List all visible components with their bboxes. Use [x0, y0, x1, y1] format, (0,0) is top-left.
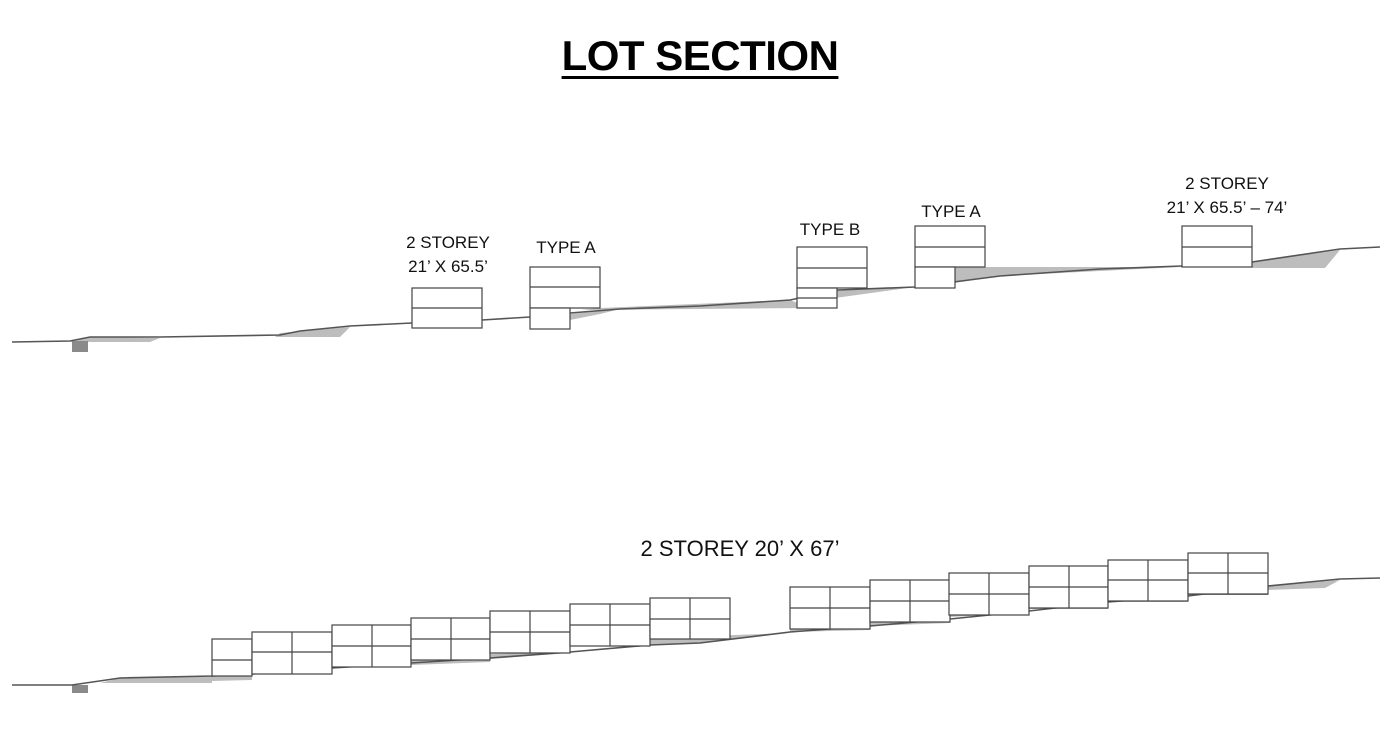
top-cut-shade-1	[70, 337, 160, 342]
title-text: LOT SECTION	[561, 32, 839, 79]
top-house-2-storey-right	[1181, 225, 1253, 268]
top-house-2-storey	[411, 287, 483, 329]
bottom-house-9	[869, 579, 951, 623]
top-house-type-b	[796, 246, 868, 309]
bottom-house-3	[331, 624, 412, 668]
top-cut-shade-2	[275, 327, 350, 337]
label-house3: TYPE B	[800, 220, 860, 239]
bottom-section: 2 STOREY 20’ X 67’	[12, 536, 1381, 693]
top-house-type-a-1	[529, 266, 601, 330]
bottom-house-7	[649, 597, 731, 640]
top-house-type-a-2	[914, 225, 986, 289]
label-house1-line1: 2 STOREY	[406, 233, 490, 252]
bottom-house-12	[1107, 559, 1189, 602]
bottom-house-2	[251, 631, 333, 675]
page-title: LOT SECTION	[0, 32, 1400, 80]
top-cut-shade-7	[1252, 250, 1340, 268]
bottom-house-11	[1028, 565, 1109, 609]
bottom-house-8	[789, 586, 871, 630]
bottom-house-1	[211, 638, 253, 677]
bottom-house-5	[489, 610, 571, 654]
bottom-house-13	[1187, 552, 1269, 595]
bottom-house-10	[948, 572, 1030, 616]
top-grade-line	[11, 246, 1381, 343]
bottom-footing-left	[72, 685, 88, 693]
label-house5-line1: 2 STOREY	[1185, 174, 1269, 193]
label-house1-line2: 21’ X 65.5’	[408, 257, 488, 276]
top-cut-shade-6	[920, 267, 1180, 288]
bottom-cut-shade-12	[1268, 580, 1340, 590]
bottom-cut-shade-1	[100, 676, 212, 683]
label-house2: TYPE A	[536, 238, 596, 257]
bottom-house-4	[410, 617, 491, 661]
label-bottom-houses: 2 STOREY 20’ X 67’	[641, 536, 840, 561]
label-house5-line2: 21’ X 65.5’ – 74’	[1167, 198, 1288, 217]
top-footing-left	[72, 341, 88, 352]
top-section: 2 STOREY 21’ X 65.5’ TYPE A TYPE B TYPE …	[11, 174, 1381, 352]
label-house4: TYPE A	[921, 202, 981, 221]
bottom-house-6	[569, 603, 651, 647]
